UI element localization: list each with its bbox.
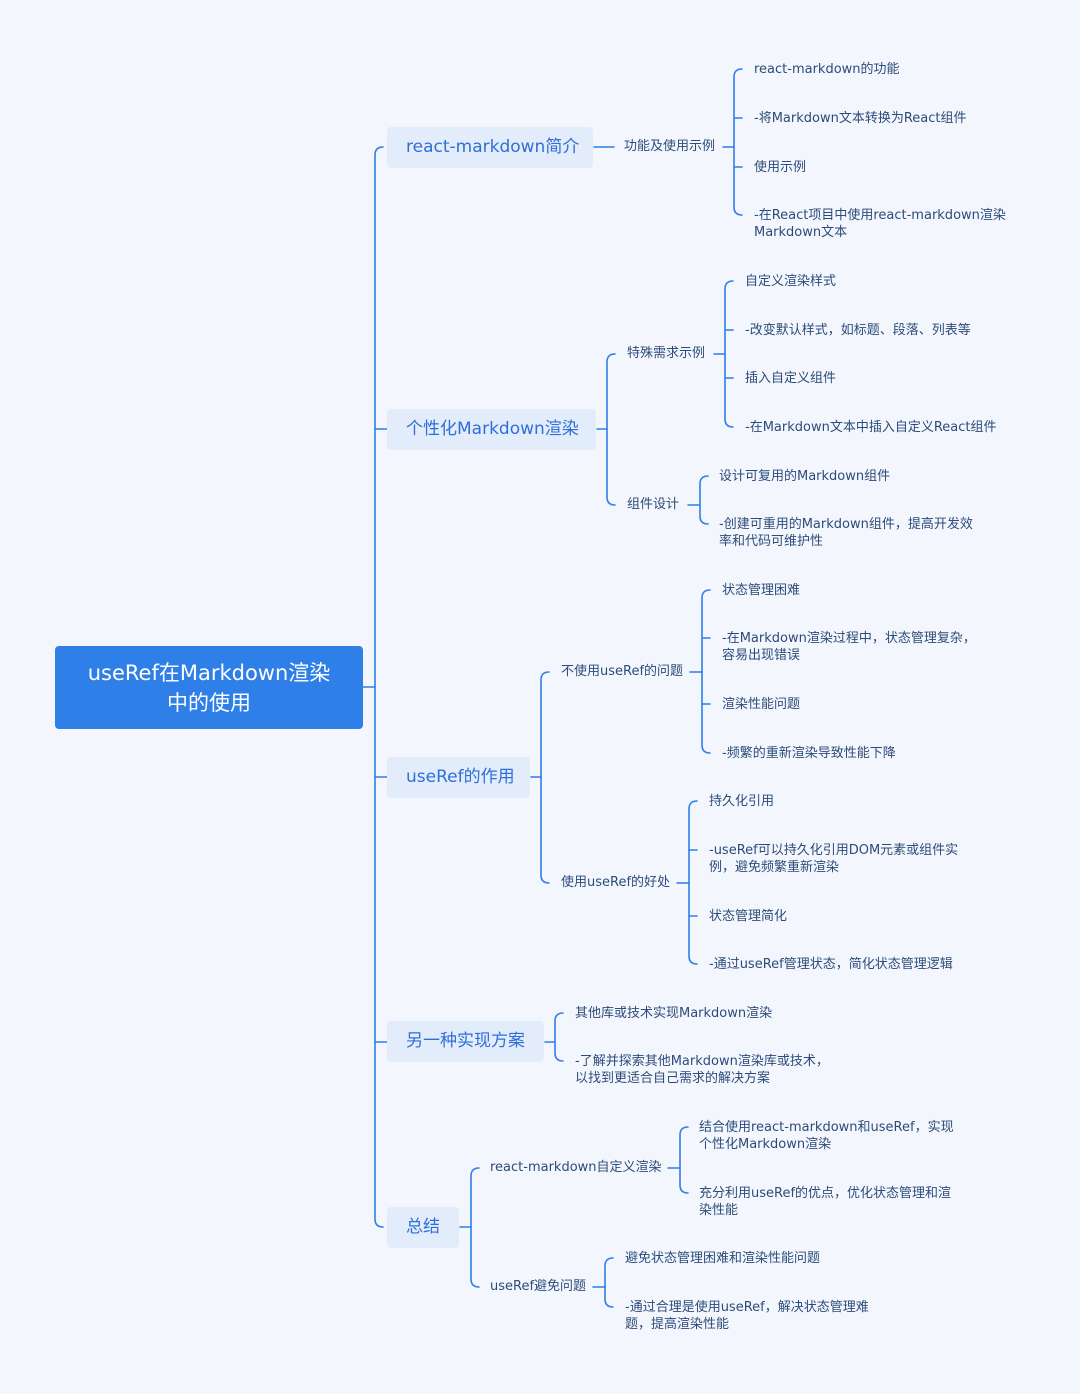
branch-useref-role[interactable]: useRef的作用 [387,757,530,798]
leaf-node[interactable]: -将Markdown文本转换为React组件 [754,111,967,126]
leaf-node[interactable]: -频繁的重新渲染导致性能下降 [722,746,896,761]
leaf-node[interactable]: 状态管理困难 [722,583,801,598]
leaf-node[interactable]: 使用示例 [754,160,807,175]
subtopic-features-and-examples[interactable]: 功能及使用示例 [624,139,716,154]
leaf-node[interactable]: 结合使用react-markdown和useRef，实现个性化Markdown渲… [699,1120,954,1152]
leaf-node[interactable]: 设计可复用的Markdown组件 [719,469,891,484]
subtopic-useref-avoid-problems[interactable]: useRef避免问题 [490,1279,587,1294]
root-topic-line-2: 中的使用 [167,690,251,715]
leaf-node[interactable]: -了解并探索其他Markdown渲染库或技术，以找到更适合自己需求的解决方案 [575,1054,829,1086]
leaf-node[interactable]: 状态管理简化 [709,909,788,924]
leaf-node[interactable]: 充分利用useRef的优点，优化状态管理和渲染性能 [699,1186,952,1218]
leaf-node[interactable]: -通过合理是使用useRef，解决状态管理难题，提高渲染性能 [625,1300,869,1332]
leaf-node[interactable]: -在React项目中使用react-markdown渲染Markdown文本 [754,208,1006,240]
leaf-node[interactable]: -在Markdown渲染过程中，状态管理复杂，容易出现错误 [722,631,976,663]
leaf-node[interactable]: 插入自定义组件 [745,371,837,386]
leaf-node[interactable]: -useRef可以持久化引用DOM元素或组件实例，避免频繁重新渲染 [709,843,959,875]
leaf-node[interactable]: 持久化引用 [709,794,775,809]
subtopic-custom-rendering[interactable]: react-markdown自定义渲染 [490,1160,662,1175]
branch-react-markdown-intro[interactable]: react-markdown简介 [387,127,593,168]
leaf-node[interactable]: 渲染性能问题 [722,697,801,712]
subtopic-special-needs[interactable]: 特殊需求示例 [627,346,706,361]
leaf-node[interactable]: 避免状态管理困难和渲染性能问题 [625,1251,821,1266]
leaf-node[interactable]: react-markdown的功能 [754,62,900,77]
branch-personalized-rendering[interactable]: 个性化Markdown渲染 [387,409,596,450]
branch-alternative-solution[interactable]: 另一种实现方案 [387,1021,544,1062]
leaf-node[interactable]: -通过useRef管理状态，简化状态管理逻辑 [709,957,953,972]
subtopic-component-design[interactable]: 组件设计 [627,497,680,512]
leaf-node[interactable]: -改变默认样式，如标题、段落、列表等 [745,323,971,338]
leaf-node[interactable]: -在Markdown文本中插入自定义React组件 [745,420,997,435]
branch-summary[interactable]: 总结 [387,1207,459,1248]
leaf-node[interactable]: 自定义渲染样式 [745,274,837,289]
subtopic-without-useref[interactable]: 不使用useRef的问题 [561,664,684,679]
leaf-node[interactable]: -创建可重用的Markdown组件，提高开发效率和代码可维护性 [719,517,973,549]
root-topic[interactable]: useRef在Markdown渲染 中的使用 [55,646,363,729]
subtopic-with-useref[interactable]: 使用useRef的好处 [561,875,671,890]
leaf-node[interactable]: 其他库或技术实现Markdown渲染 [575,1006,773,1021]
root-topic-line-1: useRef在Markdown渲染 [87,660,331,685]
